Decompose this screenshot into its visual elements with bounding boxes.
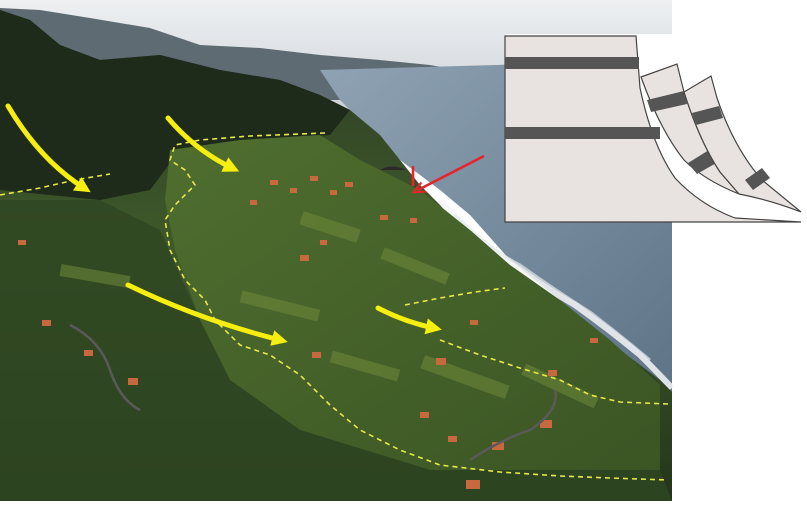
boundary-lower bbox=[404, 287, 669, 405]
slump-block-2-layer-top bbox=[692, 106, 723, 125]
landslide-boundaries bbox=[0, 132, 669, 481]
boundary-main bbox=[164, 132, 669, 481]
bedding-layer-lower bbox=[505, 127, 660, 139]
slump-diagram bbox=[504, 34, 802, 223]
islet bbox=[380, 166, 406, 170]
bedding-layer-upper bbox=[505, 57, 639, 69]
slump-block-2-layer-bottom bbox=[745, 168, 770, 190]
village-houses bbox=[18, 176, 598, 489]
red-arrow bbox=[418, 154, 485, 190]
rock-mass bbox=[504, 35, 802, 223]
red-pointer bbox=[413, 154, 485, 190]
winding-road bbox=[69, 323, 557, 462]
arrow-2 bbox=[165, 115, 240, 172]
arrow-1 bbox=[5, 103, 91, 193]
boundary-left bbox=[0, 173, 111, 196]
lower-slope bbox=[0, 200, 672, 501]
arrow-3 bbox=[125, 282, 288, 346]
forested-cliff bbox=[0, 10, 350, 200]
arrow-4 bbox=[375, 305, 442, 335]
slump-block-1-layer-top bbox=[647, 91, 687, 112]
surf-foam bbox=[453, 213, 651, 362]
field-texture bbox=[59, 211, 599, 409]
terraced-slope bbox=[165, 135, 660, 470]
movement-arrows bbox=[5, 103, 442, 346]
